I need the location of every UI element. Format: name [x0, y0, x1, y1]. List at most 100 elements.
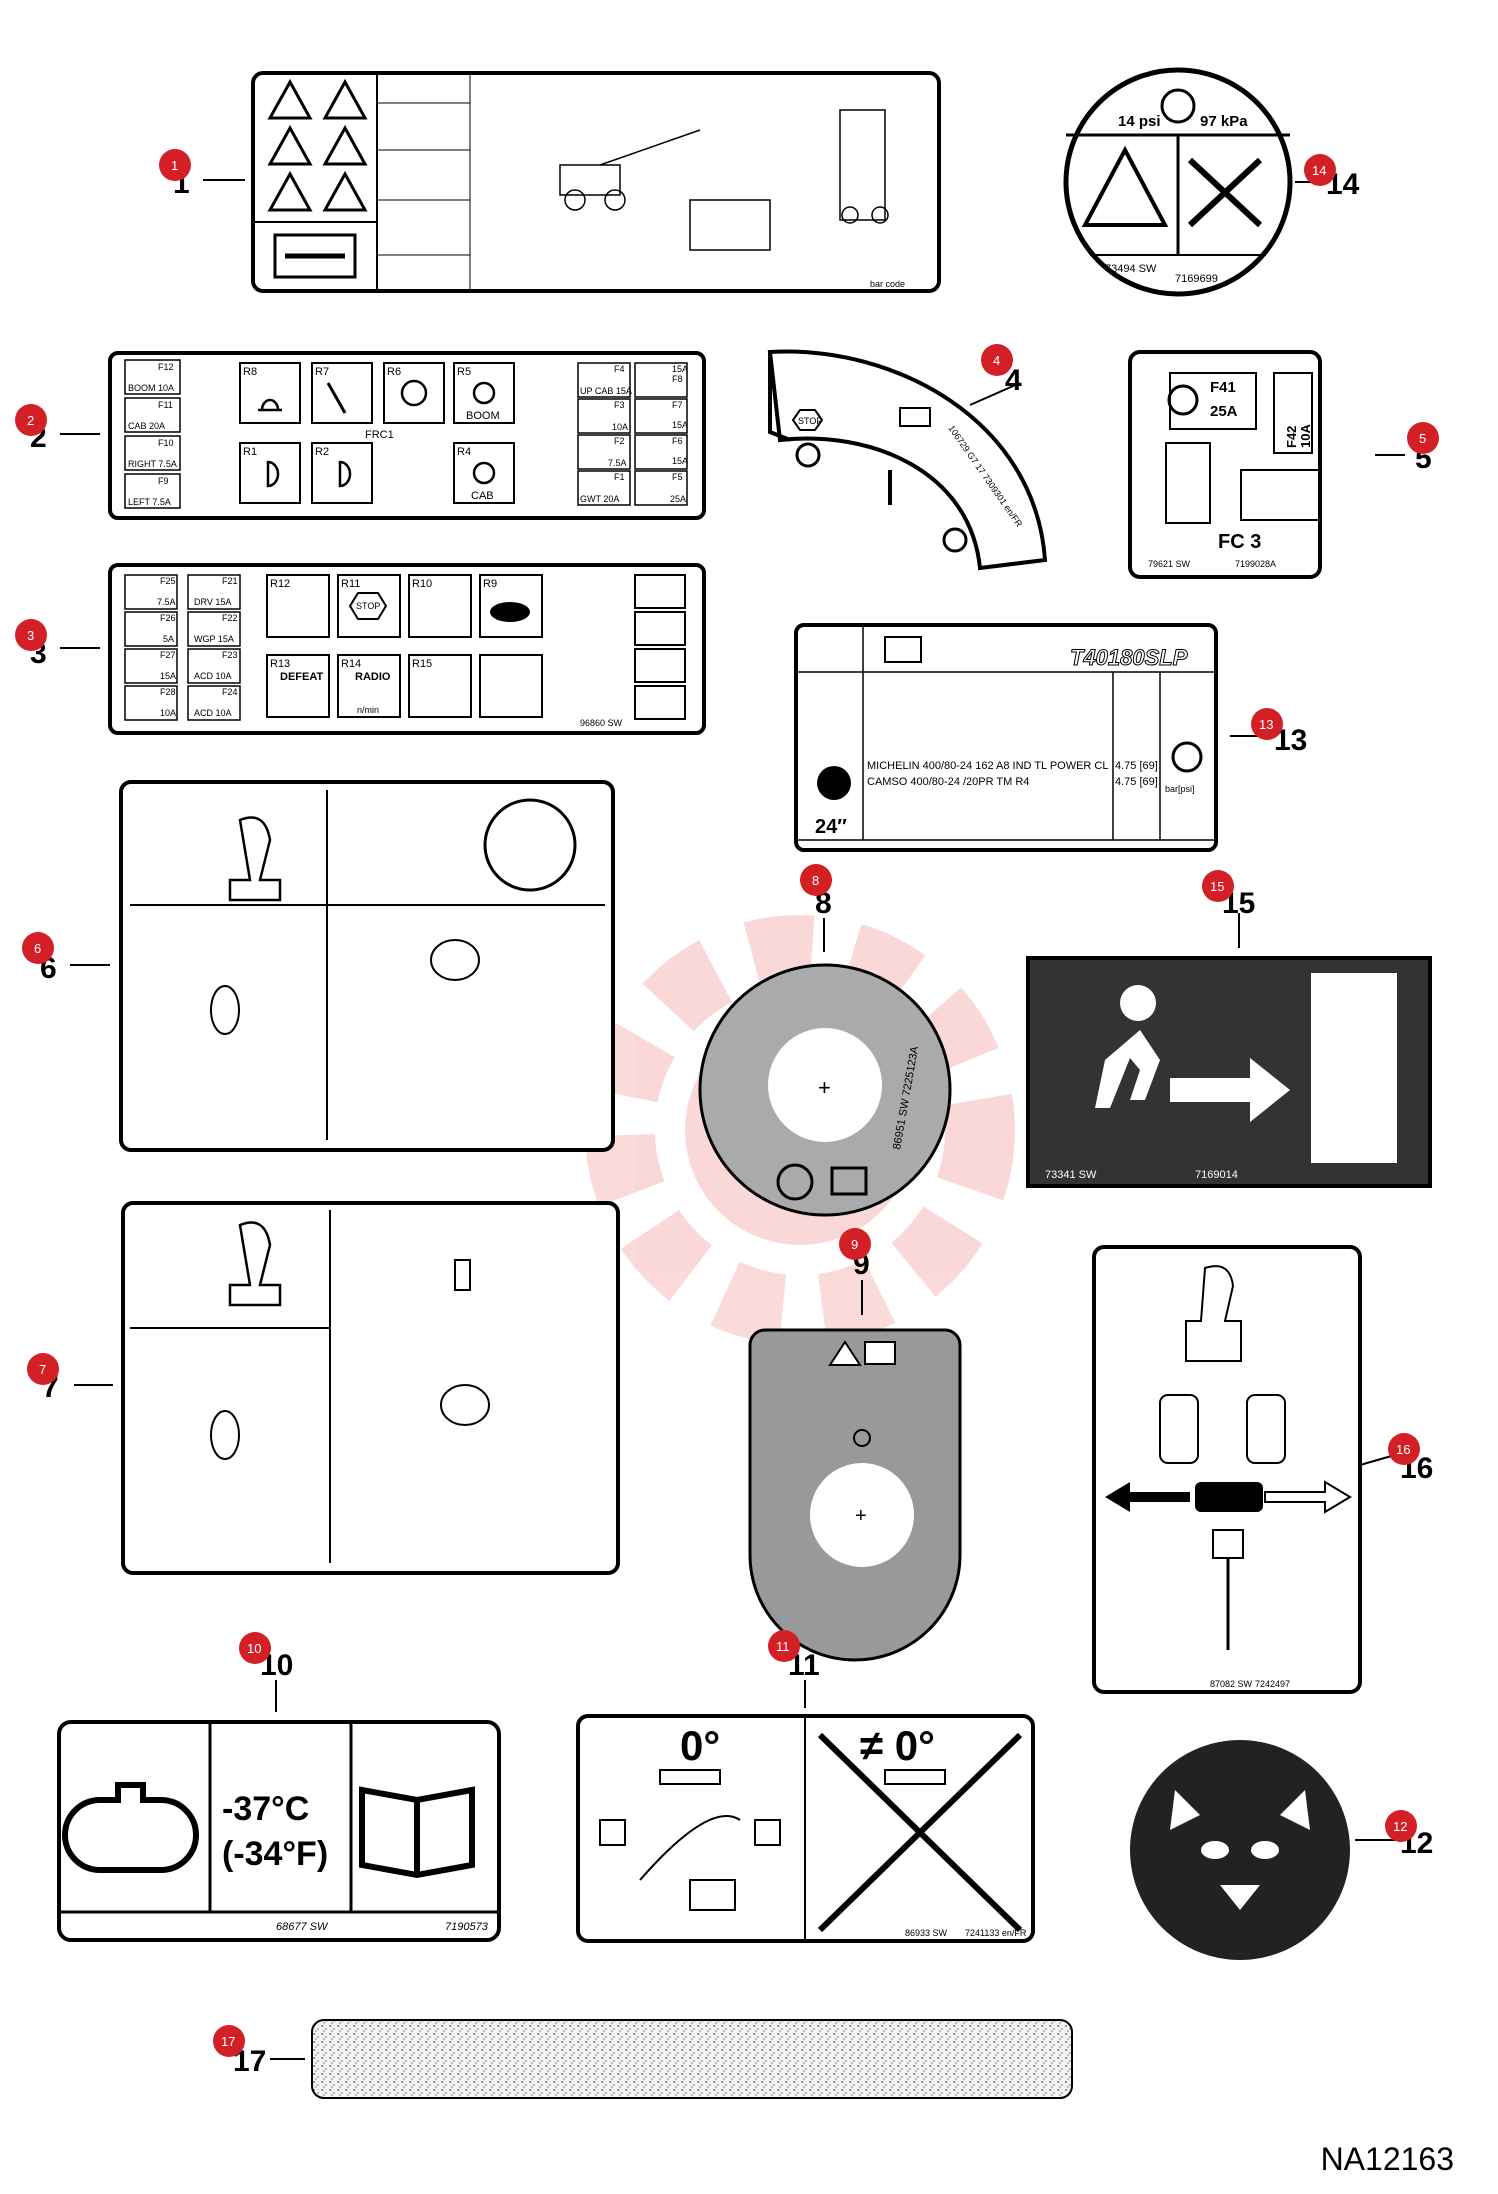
telehandler-drawing-icon — [559, 109, 889, 251]
red-dot-2-text: 2 — [27, 413, 34, 428]
decal-11: 0° ≠ 0° 86933 SW 7241133 en/FR — [576, 1714, 1035, 1943]
decal14-code1: 73494 SW — [1105, 263, 1157, 275]
warning-triangle-icon — [828, 1340, 862, 1366]
center-mark: + — [855, 1505, 867, 1527]
red-dot-14: 14 — [1304, 154, 1336, 186]
red-dot-16: 16 — [1388, 1433, 1420, 1465]
relay-r6: R6 — [387, 366, 401, 378]
relay-r4-label: CAB — [471, 490, 494, 502]
no-hand-icon — [1187, 157, 1263, 228]
fuse-f3-id: F3 — [614, 400, 625, 410]
decal-16: 7242497 87082 SW — [1092, 1245, 1362, 1694]
decal-3: F25 7.5A F26 5A F27 15A F28 10A F21 DRV … — [108, 563, 706, 735]
red-dot-17-text: 17 — [221, 2034, 235, 2049]
manual-icon — [884, 636, 922, 663]
pressure-psi: 14 psi — [1118, 113, 1161, 130]
stop-icon — [791, 409, 824, 431]
fuse-f27-text: 15A — [160, 671, 176, 681]
red-dot-7-text: 7 — [39, 1362, 46, 1377]
model-name: T40180SLP — [1070, 645, 1188, 670]
prohibited-cross-icon — [817, 1732, 1023, 1933]
decal-2: F12 BOOM 10A F11 CAB 20A F10 RIGHT 7.5A … — [108, 351, 706, 520]
fuse-f25-id: F25 — [160, 576, 176, 586]
red-dot-3-text: 3 — [27, 628, 34, 643]
fuse-f5-text: 25A — [670, 494, 686, 504]
battery-icon — [899, 407, 931, 427]
red-dot-7: 7 — [27, 1353, 59, 1385]
red-dot-9-text: 9 — [851, 1237, 858, 1252]
fuse-f3-text: 10A — [612, 422, 628, 432]
fuse-f10-text: RIGHT 7.5A — [128, 459, 177, 469]
red-dot-8-text: 8 — [812, 873, 819, 888]
decal-4: STOP 106729 G7 17 7309301 en/FR — [767, 349, 1048, 571]
diagram-id: NA12163 — [1320, 2141, 1454, 2177]
wiper-icon — [326, 382, 347, 414]
relay-r5: R5 — [457, 366, 471, 378]
decal5-code2: 7199028A — [1235, 559, 1276, 569]
red-dot-13-text: 13 — [1259, 717, 1273, 732]
red-dot-11: 11 — [768, 1630, 800, 1662]
fuse-f42-rating: 10A — [1298, 424, 1313, 448]
red-dot-2: 2 — [15, 404, 47, 436]
temp-fahrenheit: (-34°F) — [222, 1835, 328, 1873]
red-dot-1: 1 — [159, 149, 191, 181]
decal-1: bar code — [251, 71, 941, 293]
red-dot-4: 4 — [981, 344, 1013, 376]
relay-r5-label: BOOM — [466, 410, 500, 422]
running-man-icon — [1095, 985, 1160, 1108]
decal11-code1: 86933 SW — [905, 1928, 948, 1938]
red-dot-8: 8 — [800, 864, 832, 896]
relay-r9: R9 — [483, 578, 497, 590]
turtle-icon — [490, 602, 530, 622]
relay-r4: R4 — [457, 446, 471, 458]
red-dot-4-text: 4 — [993, 353, 1000, 368]
boom-diagram — [599, 1815, 781, 1911]
warning-manual-icon — [776, 1163, 868, 1201]
red-dot-15: 15 — [1202, 870, 1234, 902]
decal5-code1: 79621 SW — [1148, 559, 1191, 569]
red-dot-11-text: 11 — [776, 1639, 790, 1654]
decal-7 — [121, 1201, 620, 1575]
fuse-f22-text: WGP 15A — [194, 634, 234, 644]
red-dot-9: 9 — [839, 1228, 871, 1260]
fuse-column-mid: F4 UP CAB 15A F3 10A F2 7.5A F1 GWT 20A — [577, 362, 632, 506]
hot-surface-warning-icon — [1081, 145, 1169, 227]
red-dot-17: 17 — [213, 2025, 245, 2057]
fuse-f1-text: GWT 20A — [580, 494, 619, 504]
coolant-cap-icon — [1160, 88, 1196, 124]
red-dot-6: 6 — [22, 932, 54, 964]
headlight-icon — [266, 460, 352, 488]
fuse-f8-id: F8 — [672, 374, 683, 384]
fuse-column-right: 15A 15A 15A 25A F8 F7 F6 F5 — [634, 362, 688, 506]
red-dot-16-text: 16 — [1396, 1442, 1410, 1457]
decal-13: T40180SLP MICHELIN 400/80-24 162 A8 IND … — [794, 623, 1218, 852]
decal16-code1: 87082 SW — [1210, 1679, 1253, 1689]
decal-10: -37°C (-34°F) 68677 SW 7190573 — [57, 1720, 501, 1942]
fuse-f1-id: F1 — [614, 472, 625, 482]
red-dot-12: 12 — [1385, 1810, 1417, 1842]
frc-label: FRC1 — [365, 429, 394, 441]
radio-unit: n/min — [357, 705, 379, 715]
relay-r12: R12 — [270, 578, 290, 590]
switch-icon — [1159, 1394, 1286, 1464]
fuse-f23-id: F23 — [222, 650, 238, 660]
decal-5: F41 25A F42 10A FC 3 79621 SW 7199028A — [1128, 350, 1322, 579]
relay-r14: R14 — [341, 658, 361, 670]
fuse-f21-text: DRV 15A — [194, 597, 231, 607]
level-indicator-icon — [659, 1769, 946, 1785]
svg-text:bar code: bar code — [870, 279, 905, 289]
relay-r2: R2 — [315, 446, 329, 458]
leader-lines — [60, 179, 1405, 2060]
decal-6 — [119, 780, 615, 1152]
joystick-icon — [228, 816, 282, 902]
red-callout-dots: 1 2 3 4 5 14 13 6 7 8 9 15 16 10 11 12 1… — [15, 149, 1439, 2057]
defeat-label: DEFEAT — [280, 671, 323, 683]
fuse-f42-id: F42 — [1284, 426, 1299, 448]
decal-14: 14 psi 97 kPa 73494 SW 7169699 — [1063, 67, 1293, 297]
beacon-icon — [258, 398, 282, 412]
relay-r11: R11 — [341, 578, 360, 590]
fuse-f12-id: F12 — [158, 362, 174, 372]
level-ok: 0° — [680, 1722, 720, 1769]
decal-8: + 86951 SW 7225123A — [698, 963, 952, 1217]
